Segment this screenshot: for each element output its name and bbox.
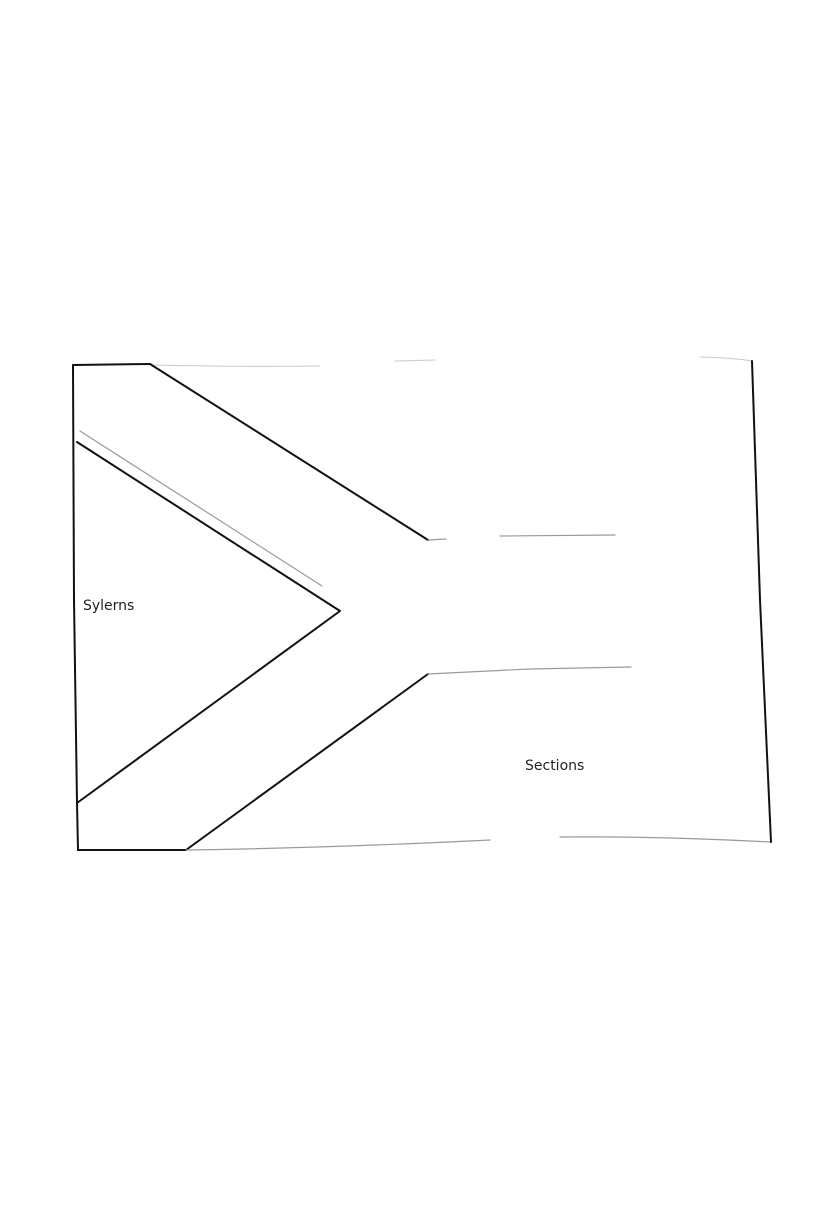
lower-band-line: [185, 673, 429, 851]
top-edge-faint: [149, 356, 753, 367]
inner-thin-diagonal: [79, 430, 323, 587]
top-left-edge: [72, 363, 151, 366]
upper-arm-line: [427, 534, 616, 541]
lower-arm-line: [427, 666, 632, 675]
upper-band-line: [149, 363, 429, 541]
left-border-line: [72, 364, 79, 851]
bottom-edge-faint: [185, 836, 771, 851]
region-label-right: Sections: [525, 758, 585, 774]
right-border-line: [751, 360, 772, 843]
chevron-triangle: [76, 441, 341, 804]
region-label-left: Sylerns: [83, 598, 135, 614]
